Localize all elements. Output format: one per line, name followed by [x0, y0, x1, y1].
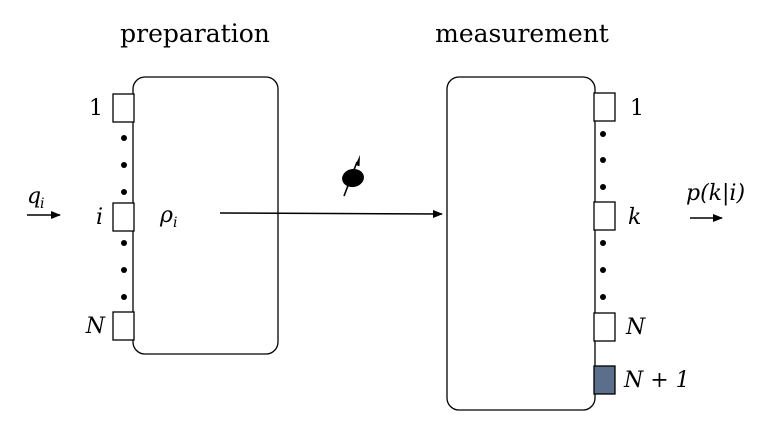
measurement-title: measurement	[435, 19, 609, 48]
input-symbol: q	[27, 184, 41, 209]
prep-ellipsis-lower	[121, 240, 127, 300]
prep-port-i	[112, 202, 135, 232]
meas-port-label-k: k	[628, 205, 641, 230]
state-symbol: ρ	[159, 203, 173, 228]
preparation-title: preparation	[120, 19, 270, 48]
meas-port-label-n: N	[625, 315, 646, 340]
meas-port-n	[593, 312, 616, 342]
measurement-box	[446, 76, 596, 411]
prep-port-label-1: 1	[89, 96, 103, 121]
input-label: q i	[27, 184, 44, 212]
prep-port-label-n: N	[85, 314, 106, 339]
meas-port-1	[593, 92, 616, 122]
prep-ellipsis-upper	[121, 135, 127, 195]
meas-ellipsis-upper	[600, 131, 606, 190]
meas-port-label-1: 1	[630, 96, 644, 121]
meas-port-label-n-plus-1: N + 1	[623, 368, 690, 393]
state-subscript: i	[173, 215, 177, 231]
transmission-arrow	[219, 209, 443, 218]
meas-ellipsis-lower	[600, 240, 606, 300]
state-label: ρ i	[159, 203, 177, 231]
meas-port-k	[593, 201, 616, 231]
prep-port-1	[112, 93, 135, 123]
input-subscript: i	[40, 196, 44, 212]
prep-port-n	[112, 311, 135, 341]
preparation-box	[132, 76, 279, 355]
output-probability: p(k|i)	[686, 181, 745, 206]
meas-port-n-plus-1	[593, 365, 616, 395]
spin-arrow-icon	[342, 155, 364, 197]
prep-port-label-i: i	[96, 205, 103, 230]
